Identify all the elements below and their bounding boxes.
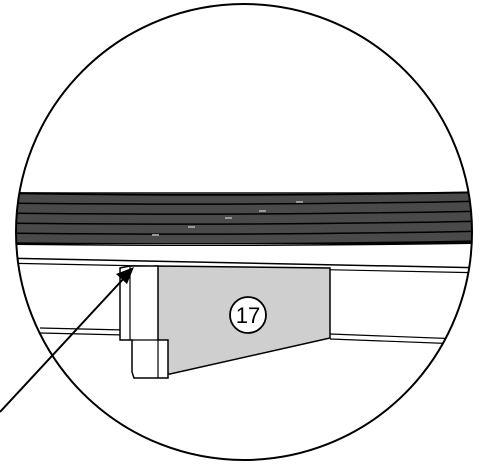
gasket-groove <box>16 210 472 215</box>
mounting-bracket <box>119 265 169 379</box>
rail-line <box>329 338 472 346</box>
gasket-groove <box>16 200 472 205</box>
rail-line <box>39 327 126 331</box>
rail-line <box>39 332 126 336</box>
arrow-head <box>116 267 134 284</box>
arrow-icon <box>0 267 134 413</box>
callout-number: 17 <box>236 303 260 328</box>
callout-17: 17 <box>229 296 267 334</box>
gasket-fleck <box>188 226 195 228</box>
bracket-front <box>119 265 169 379</box>
arrow-shaft <box>0 275 127 413</box>
gasket-fleck <box>152 234 159 236</box>
shelf-line-bottom <box>16 257 472 269</box>
gasket-band <box>16 192 472 244</box>
shelf-line-top <box>16 242 472 247</box>
gasket-groove <box>16 191 472 196</box>
gasket-fleck <box>259 210 266 212</box>
gasket-groove <box>16 240 472 246</box>
gasket-groove <box>16 220 472 225</box>
gasket-fleck <box>225 217 232 219</box>
magnified-detail <box>16 191 472 379</box>
gasket-groove <box>16 230 472 235</box>
magnifier-circle <box>15 3 473 461</box>
callout-ring <box>229 296 267 334</box>
rail-line <box>329 333 472 341</box>
gasket-fleck <box>296 201 303 203</box>
gasket-strip <box>16 191 472 246</box>
